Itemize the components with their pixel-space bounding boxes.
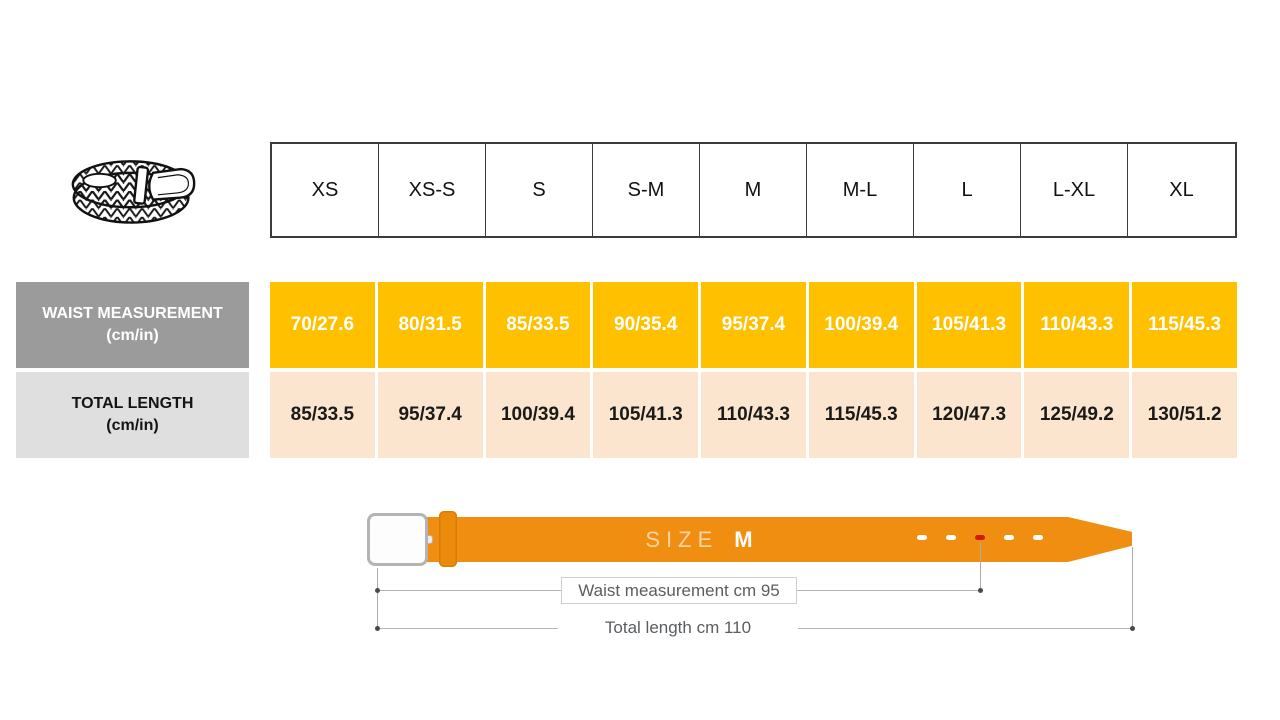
waist-value-cell: 80/31.5	[377, 282, 483, 368]
waist-measurement-caption: Waist measurement cm 95	[561, 577, 797, 604]
size-header-cell: M	[700, 144, 807, 236]
belt-hole-highlighted	[975, 535, 985, 540]
size-header-row: XS XS-S S S-M M M-L L L-XL XL	[270, 142, 1237, 238]
measure-endpoint-dot	[1130, 626, 1135, 631]
waist-value-cell: 70/27.6	[270, 282, 375, 368]
measure-endpoint-dot	[375, 626, 380, 631]
total-length-value-cell: 100/39.4	[485, 372, 591, 458]
total-length-value-cell: 120/47.3	[916, 372, 1022, 458]
waist-value-cell: 105/41.3	[916, 282, 1022, 368]
total-length-row-label-unit: (cm/in)	[106, 417, 159, 434]
total-length-row-label-text: TOTAL LENGTH	[71, 395, 194, 413]
total-length-value-cell: 85/33.5	[270, 372, 375, 458]
belt-hole	[917, 535, 927, 540]
size-header-cell: XL	[1169, 178, 1194, 201]
waist-row-label-text: WAIST MEASUREMENT	[42, 305, 223, 323]
belt-strap	[427, 517, 1068, 562]
waist-value-cell: 100/39.4	[808, 282, 914, 368]
total-length-value-cell: 115/45.3	[808, 372, 914, 458]
total-length-row-label: TOTAL LENGTH (cm/in)	[16, 372, 249, 458]
belt-buckle-icon	[367, 513, 428, 566]
size-header-cell: L-XL	[1021, 144, 1128, 236]
total-length-value-cell: 130/51.2	[1132, 372, 1237, 458]
size-header-cell: L	[914, 144, 1021, 236]
total-length-value-cell: 95/37.4	[377, 372, 483, 458]
belt-hole	[1033, 535, 1043, 540]
belt-tip	[1068, 517, 1132, 562]
total-length-value-cell: 110/43.3	[701, 372, 806, 458]
guide-line-tip	[1132, 547, 1133, 628]
total-length-values-row: 85/33.5 95/37.4 100/39.4 105/41.3 110/43…	[270, 372, 1237, 458]
waist-row-label: WAIST MEASUREMENT (cm/in)	[16, 282, 249, 368]
guide-line-buckle	[377, 568, 378, 628]
total-length-value-cell: 105/41.3	[593, 372, 699, 458]
size-header-cell: M-L	[807, 144, 914, 236]
guide-line-red-hole	[980, 542, 981, 590]
belt-keeper-loop	[439, 511, 457, 567]
waist-values-row: 70/27.6 80/31.5 85/33.5 90/35.4 95/37.4 …	[270, 282, 1237, 368]
size-word: SIZE	[645, 526, 719, 552]
total-length-value-cell: 125/49.2	[1024, 372, 1130, 458]
waist-value-cell: 85/33.5	[485, 282, 591, 368]
waist-value-cell: 95/37.4	[701, 282, 806, 368]
braided-belt-icon	[71, 160, 196, 224]
size-value: M	[734, 526, 755, 552]
size-header-cell: S-M	[593, 144, 700, 236]
waist-row-label-unit: (cm/in)	[106, 327, 159, 344]
belt-hole	[1004, 535, 1014, 540]
size-header-cell: XS-S	[379, 144, 486, 236]
belt-size-label: SIZE M	[540, 517, 860, 562]
belt-hole	[946, 535, 956, 540]
size-header-cell: S	[486, 144, 593, 236]
waist-value-cell: 115/45.3	[1132, 282, 1237, 368]
total-length-caption: Total length cm 110	[558, 615, 798, 641]
measure-endpoint-dot	[375, 588, 380, 593]
size-header-cell: XS	[272, 144, 379, 236]
measure-endpoint-dot	[978, 588, 983, 593]
waist-value-cell: 90/35.4	[593, 282, 699, 368]
waist-value-cell: 110/43.3	[1024, 282, 1130, 368]
